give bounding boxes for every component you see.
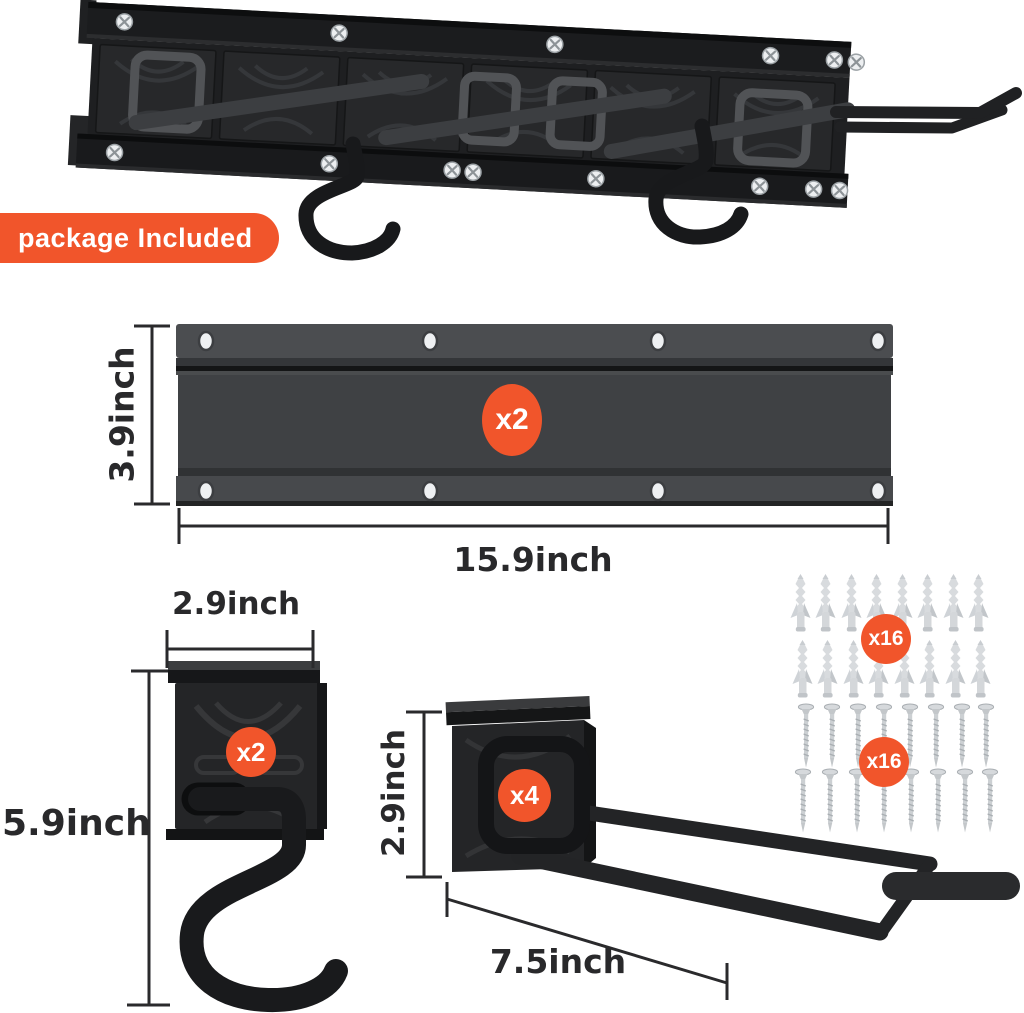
rail-dimension-lines bbox=[134, 324, 890, 544]
s-hook-count-badge: x2 bbox=[226, 727, 276, 777]
rake-hook-length-label: 7.5inch bbox=[489, 942, 627, 981]
package-included-label: package Included bbox=[18, 222, 253, 253]
rake-hook-count-badge: x4 bbox=[498, 769, 551, 822]
anchors-count-badge: x16 bbox=[861, 614, 911, 664]
rail-height-label: 3.9inch bbox=[102, 346, 142, 483]
hanging-hooks bbox=[298, 118, 749, 261]
rake-hook-dimension-lines bbox=[406, 710, 729, 1000]
assembled-rack-illustration bbox=[67, 0, 1022, 261]
s-hook-dimension-lines bbox=[127, 630, 315, 1007]
rake-hook-height-label: 2.9inch bbox=[376, 728, 412, 858]
package-included-badge: package Included bbox=[0, 213, 279, 263]
s-hook-height-label: 5.9inch bbox=[2, 803, 151, 844]
rail-count-badge: x2 bbox=[482, 384, 542, 456]
rail-illustration bbox=[134, 324, 893, 544]
rail-width-label: 15.9inch bbox=[453, 540, 613, 579]
screws-count-badge: x16 bbox=[859, 737, 909, 787]
s-hook-illustration bbox=[127, 630, 348, 1013]
rack-end-prongs bbox=[830, 87, 1022, 134]
s-hook-width-label: 2.9inch bbox=[171, 586, 301, 622]
